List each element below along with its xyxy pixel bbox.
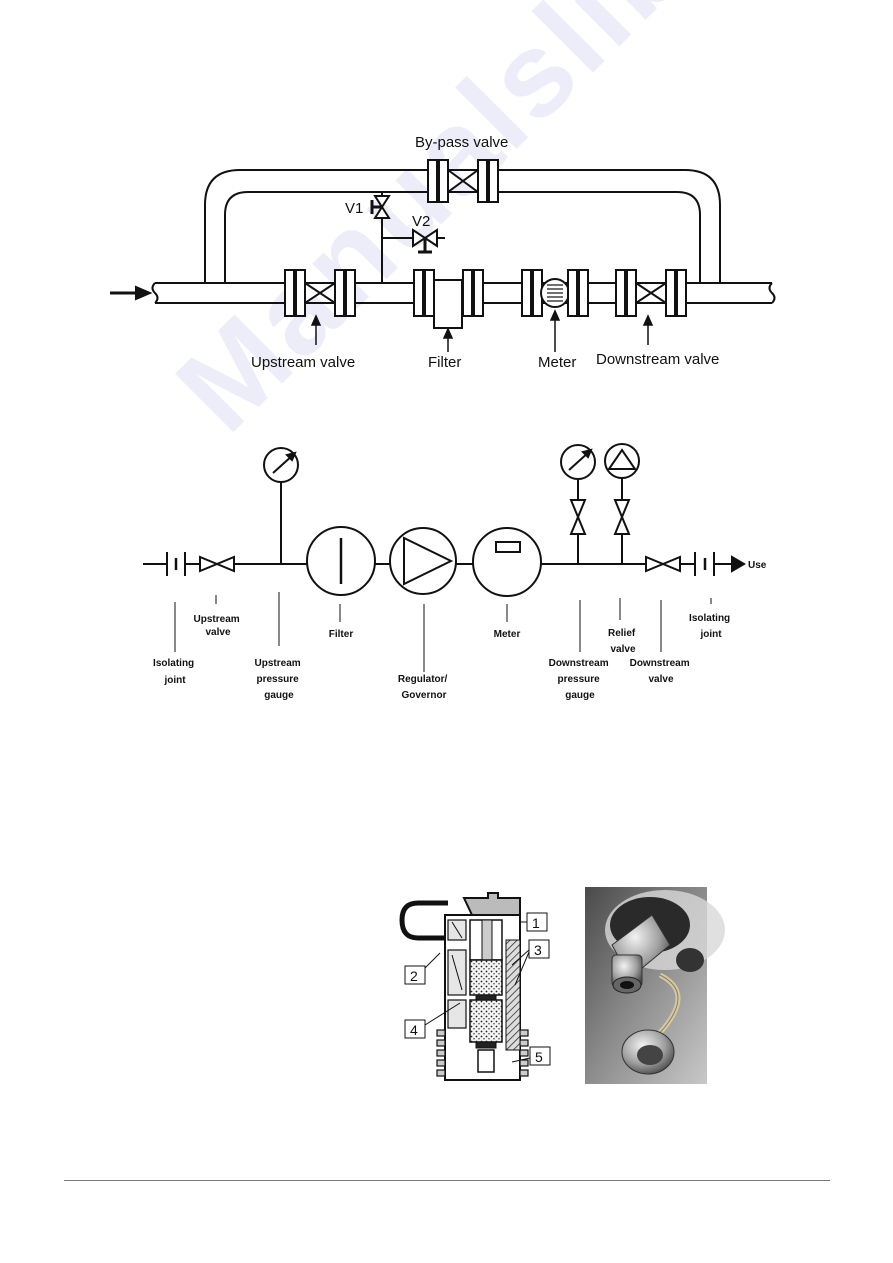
isolating-joint-right-caption: Isolating joint [689,613,733,640]
downstream-valve-caption: Downstream valve [630,658,693,685]
callout-3: 3 [534,942,542,958]
regulator-caption: Regulator/ Governor [398,674,450,701]
bypass-valve [427,159,499,203]
relief-isolation-valve [613,499,631,535]
callout-boxes [404,912,551,1066]
callout-leaders [424,921,531,1063]
meter-unit [521,269,589,317]
schematic-leaders [174,592,712,672]
callout-2: 2 [410,968,418,984]
filter-label: Filter [428,354,461,371]
downstream-valve-symbol [645,555,681,573]
filter-unit [413,269,484,329]
test-point-cutaway [399,892,551,1081]
bypass-valve-label: By-pass valve [415,134,508,151]
upstream-valve-symbol [199,555,235,573]
downstream-valve-label: Downstream valve [596,351,719,368]
gas-supply-schematic [143,443,746,672]
downstream-gauge-valve [569,499,587,535]
bypass-piping-diagram [110,159,776,352]
meter-label: Meter [538,354,576,371]
upstream-gauge-caption: Upstream pressure gauge [255,658,304,701]
callout-1: 1 [532,915,540,931]
use-arrow [731,555,746,573]
callout-4: 4 [410,1022,418,1038]
upstream-valve-label: Upstream valve [251,354,355,371]
downstream-valve [615,269,687,317]
upstream-valve-caption: Upstream valve [194,614,243,638]
relief-valve-caption: Relief valve [608,628,638,655]
meter-symbol [472,527,542,597]
bypass-pipe [204,169,721,283]
label-pointers [310,309,654,352]
meter-caption: Meter [494,629,521,640]
use-label: Use [748,560,767,571]
upstream-valve [284,269,356,317]
test-point-photo [585,887,725,1084]
callout-5: 5 [535,1049,543,1065]
thread-teeth [436,1029,529,1077]
inlet-arrow [110,285,153,301]
isolating-joint-left-caption: Isolating joint [153,658,197,686]
footer-divider [64,1180,830,1181]
v2-valve [382,228,445,254]
filter-caption: Filter [329,629,354,640]
v2-label: V2 [412,213,430,230]
v1-label: V1 [345,200,363,217]
downstream-gauge-caption: Downstream pressure gauge [549,658,612,701]
